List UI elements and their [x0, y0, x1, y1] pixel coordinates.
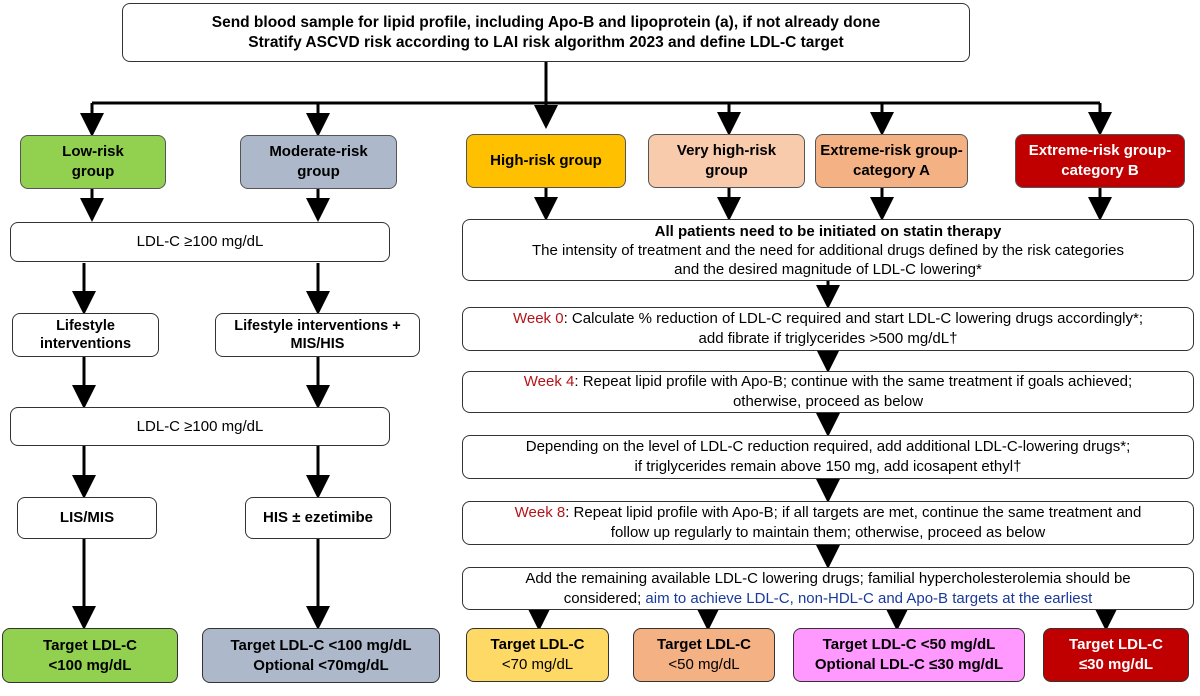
target-high-line1: Target LDL-C — [490, 636, 585, 653]
ldl-threshold-box-1: LDL-C ≥100 mg/dL — [10, 222, 390, 262]
low-risk-group-box: Low-risk group — [20, 135, 166, 189]
his-ezetimibe-box: HIS ± ezetimibe — [245, 497, 391, 539]
very-high-risk-label-1: Very high-risk — [676, 142, 777, 159]
low-risk-label-2: group — [71, 163, 115, 180]
lifestyle-interventions-box: Lifestyle interventions — [12, 313, 159, 357]
week8-box: Week 8: Repeat lipid profile with Apo-B;… — [462, 501, 1194, 545]
week4-box: Week 4: Repeat lipid profile with Apo-B;… — [462, 371, 1194, 413]
lifestyle-plus-label-2: MIS/HIS — [290, 336, 345, 352]
week8-label: Week 8 — [514, 504, 566, 521]
target-low-box: Target LDL-C <100 mg/dL — [2, 628, 178, 683]
week4-label: Week 4 — [523, 373, 575, 390]
moderate-risk-label-1: Moderate-risk — [269, 143, 368, 160]
week0-box: Week 0: Calculate % reduction of LDL-C r… — [462, 307, 1194, 351]
remaining-line2a: considered; — [563, 589, 646, 607]
very-high-risk-label-2: group — [705, 162, 748, 179]
target-moderate-line1: Target LDL-C <100 mg/dL — [230, 636, 412, 654]
week4-line2: otherwise, proceed as below — [732, 393, 924, 410]
target-extreme-a-line1: Target LDL-C <50 mg/dL — [822, 636, 996, 653]
top-instruction-box: Send blood sample for lipid profile, inc… — [122, 3, 970, 62]
target-extreme-a-box: Target LDL-C <50 mg/dL Optional LDL-C ≤3… — [793, 628, 1025, 682]
ldl-threshold-2-text: LDL-C ≥100 mg/dL — [136, 417, 264, 435]
lifestyle-label-1: Lifestyle — [56, 318, 115, 334]
depending-line2: if triglycerides remain above 150 mg, ad… — [634, 458, 1022, 475]
week0-line2: add fibrate if triglycerides >500 mg/dL† — [698, 330, 958, 347]
target-low-line2: <100 mg/dL — [48, 656, 132, 674]
ldl-threshold-1-text: LDL-C ≥100 mg/dL — [136, 233, 264, 250]
extreme-risk-b-group-box: Extreme-risk group- category B — [1015, 134, 1185, 188]
remaining-line1: Add the remaining available LDL-C loweri… — [525, 569, 1131, 587]
target-moderate-box: Target LDL-C <100 mg/dL Optional <70mg/d… — [202, 628, 440, 683]
target-high-line2: <70 mg/dL — [501, 656, 574, 673]
target-very-high-line2: <50 mg/dL — [668, 656, 740, 673]
statin-line1: All patients need to be initiated on sta… — [654, 222, 1002, 240]
lifestyle-plus-box: Lifestyle interventions + MIS/HIS — [215, 313, 420, 357]
lifestyle-label-2: interventions — [39, 336, 132, 352]
week4-line1: : Repeat lipid profile with Apo-B; conti… — [574, 373, 1133, 390]
target-extreme-b-box: Target LDL-C ≤30 mg/dL — [1043, 628, 1189, 682]
target-very-high-line1: Target LDL-C — [657, 636, 751, 653]
very-high-risk-group-box: Very high-risk group — [648, 134, 805, 188]
extreme-risk-a-label-2: category A — [853, 162, 930, 179]
high-risk-group-box: High-risk group — [466, 134, 626, 188]
target-extreme-a-line2: Optional LDL-C ≤30 mg/dL — [814, 656, 1004, 673]
statin-box: All patients need to be initiated on sta… — [462, 219, 1194, 281]
lis-mis-box: LIS/MIS — [17, 497, 157, 539]
statin-line3: and the desired magnitude of LDL-C lower… — [674, 260, 982, 278]
extreme-risk-a-label-1: Extreme-risk group- — [820, 142, 963, 159]
week8-line2: follow up regularly to maintain them; ot… — [610, 524, 1046, 541]
top-instruction-line2: Stratify ASCVD risk according to LAI ris… — [248, 33, 844, 51]
remaining-drugs-box: Add the remaining available LDL-C loweri… — [462, 567, 1194, 610]
target-high-box: Target LDL-C <70 mg/dL — [466, 628, 609, 682]
target-extreme-b-line2: ≤30 mg/dL — [1078, 656, 1154, 673]
high-risk-label: High-risk group — [490, 152, 602, 169]
depending-box: Depending on the level of LDL-C reductio… — [462, 435, 1194, 479]
target-moderate-line2: Optional <70mg/dL — [253, 656, 389, 674]
his-ezetimibe-text: HIS ± ezetimibe — [263, 509, 373, 526]
week0-line1: : Calculate % reduction of LDL-C require… — [563, 310, 1144, 327]
week8-line1: : Repeat lipid profile with Apo-B; if al… — [565, 504, 1142, 521]
statin-line2: The intensity of treatment and the need … — [531, 241, 1125, 259]
ldl-threshold-box-2: LDL-C ≥100 mg/dL — [10, 407, 390, 446]
lis-mis-text: LIS/MIS — [59, 509, 115, 526]
extreme-risk-b-label-1: Extreme-risk group- — [1028, 142, 1172, 159]
remaining-line2b: aim to achieve LDL-C, non-HDL-C and Apo-… — [645, 589, 1093, 607]
extreme-risk-a-group-box: Extreme-risk group- category A — [815, 134, 968, 188]
target-extreme-b-line1: Target LDL-C — [1069, 636, 1163, 653]
extreme-risk-b-label-2: category B — [1061, 162, 1139, 179]
low-risk-label-1: Low-risk — [62, 143, 124, 160]
target-low-line1: Target LDL-C — [43, 636, 137, 654]
target-very-high-box: Target LDL-C <50 mg/dL — [633, 628, 775, 682]
lifestyle-plus-label-1: Lifestyle interventions + — [234, 318, 401, 334]
moderate-risk-label-2: group — [297, 163, 340, 180]
depending-line1: Depending on the level of LDL-C reductio… — [525, 438, 1131, 455]
week0-label: Week 0 — [512, 310, 564, 327]
top-instruction-line1: Send blood sample for lipid profile, inc… — [211, 13, 881, 31]
moderate-risk-group-box: Moderate-risk group — [240, 135, 397, 189]
